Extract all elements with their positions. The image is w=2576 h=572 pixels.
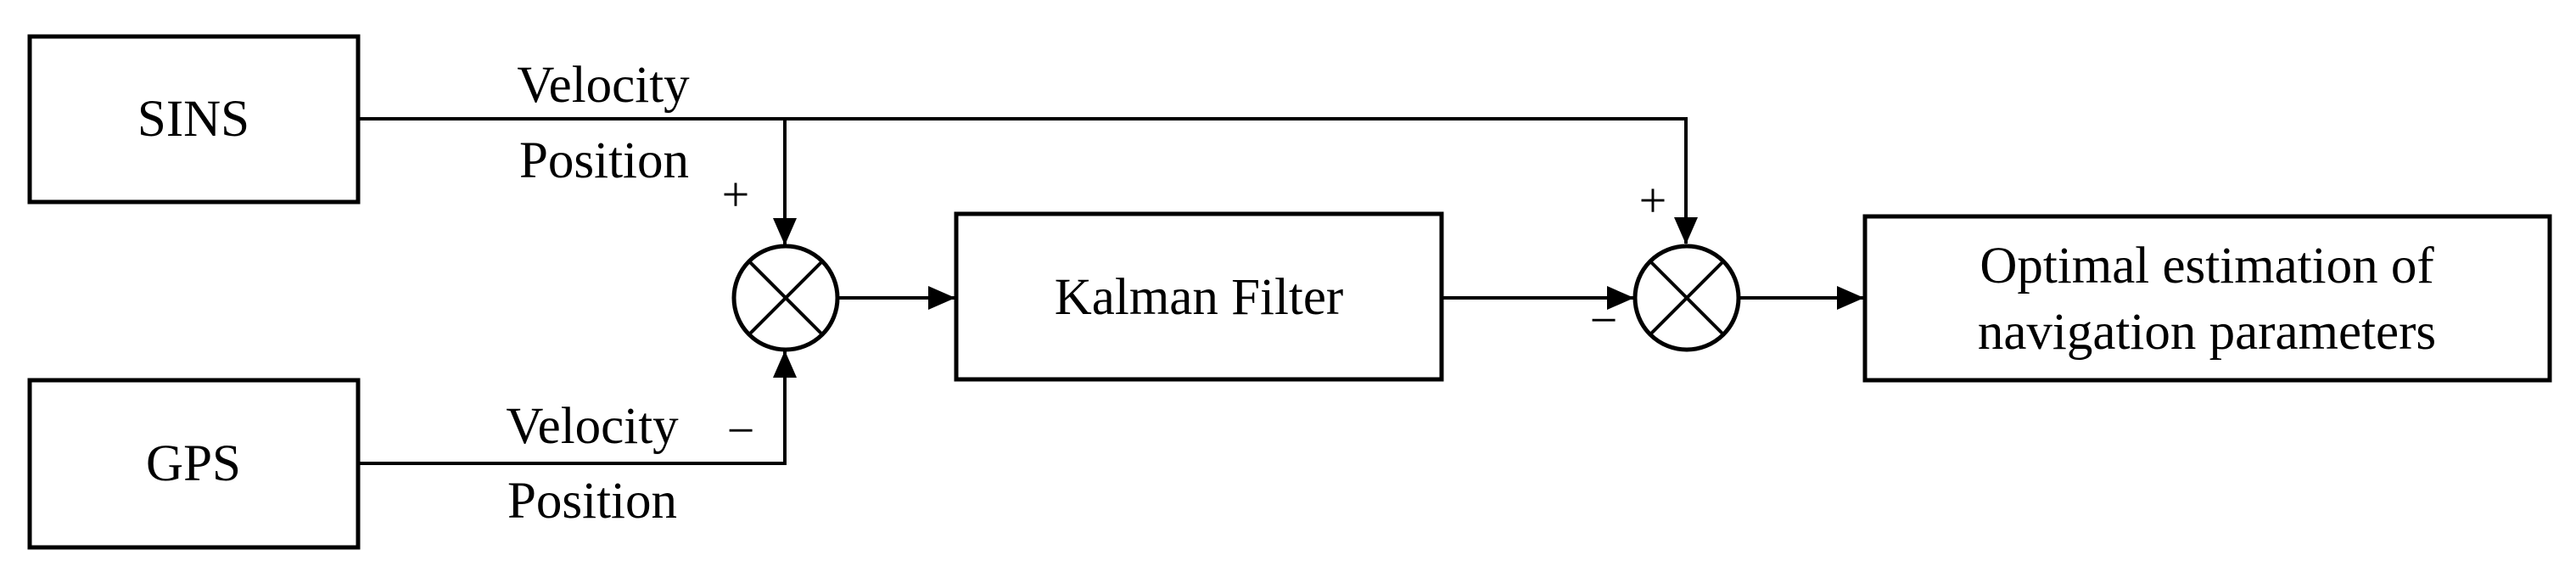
gps-velocity-label: Velocity	[506, 397, 679, 455]
gps-position-label: Position	[507, 472, 678, 530]
optimal-estimation-box	[1862, 214, 2552, 383]
optimal-estimation-label-line2: navigation parameters	[1977, 304, 2437, 361]
optimal-estimation-label: Optimal estimation of navigation paramet…	[1978, 233, 2436, 366]
gps-label: GPS	[146, 435, 241, 492]
junction1-cross-line	[748, 260, 824, 336]
kalman-filter-label: Kalman Filter	[1054, 268, 1344, 326]
kalman-filter-box	[954, 211, 1444, 382]
junction2-plus-sign: +	[1638, 172, 1667, 228]
gps-box	[27, 378, 361, 550]
sins-box	[27, 34, 361, 205]
wire-gps-to-junction1	[358, 350, 797, 465]
junction1-plus-sign: +	[721, 166, 750, 222]
sins-position-label: Position	[518, 132, 690, 189]
sins-label: SINS	[137, 90, 250, 148]
junction1-minus-sign: −	[726, 402, 755, 458]
optimal-estimation-label-line1: Optimal estimation of	[1980, 238, 2434, 294]
sins-velocity-label: Velocity	[517, 56, 690, 114]
wire-sins-to-junction2	[358, 117, 1698, 244]
junction2-minus-sign: −	[1589, 292, 1618, 348]
junction2-cross-line	[1649, 260, 1725, 336]
